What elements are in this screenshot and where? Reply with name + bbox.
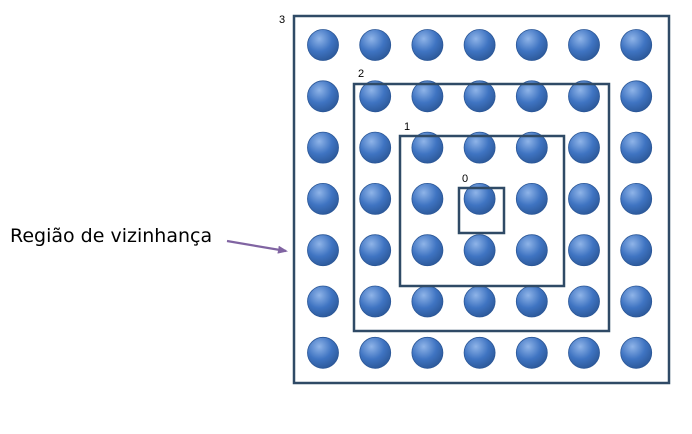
- grid-node: [568, 182, 600, 215]
- neighborhood-ring-3: [292, 14, 671, 385]
- ring-label-0: 0: [462, 173, 468, 185]
- grid-node: [359, 285, 392, 318]
- grid-node: [359, 80, 392, 113]
- grid-node: [359, 182, 392, 215]
- neighborhood-ring-0: [457, 186, 506, 235]
- grid-node: [463, 80, 496, 113]
- neighborhood-ring-1: [398, 134, 566, 288]
- grid-node: [568, 234, 600, 267]
- grid-node: [359, 131, 392, 164]
- grid-node: [515, 234, 548, 267]
- grid-node: [307, 285, 339, 318]
- ring-label-2: 2: [358, 68, 364, 80]
- neighborhood-caption: Região de vizinhança: [10, 225, 213, 247]
- grid-node: [463, 285, 496, 318]
- grid-node: [411, 336, 444, 369]
- grid-node: [515, 182, 548, 215]
- grid-node: [620, 29, 653, 61]
- grid-node: [307, 29, 339, 61]
- grid-node: [620, 131, 653, 164]
- grid-node: [411, 131, 444, 164]
- grid-node: [307, 234, 339, 267]
- grid-node: [568, 29, 600, 61]
- grid-node: [620, 182, 653, 215]
- grid-node: [568, 336, 600, 369]
- grid-node: [411, 285, 444, 318]
- grid-node: [359, 336, 392, 369]
- grid-node: [515, 29, 548, 61]
- grid-node: [620, 285, 653, 318]
- grid-node: [307, 131, 339, 164]
- grid-node: [515, 80, 548, 113]
- grid-node: [515, 285, 548, 318]
- grid-node: [568, 131, 600, 164]
- neighborhood-ring-2: [352, 82, 611, 333]
- grid-node: [620, 336, 653, 369]
- ring-label-1: 1: [404, 121, 410, 133]
- grid-node: [463, 336, 496, 369]
- grid-node: [307, 182, 339, 215]
- grid-node: [307, 336, 339, 369]
- grid-node: [568, 80, 600, 113]
- grid-node: [463, 234, 496, 267]
- grid-node: [411, 80, 444, 113]
- grid-node: [411, 234, 444, 267]
- grid-node: [620, 80, 653, 113]
- grid-node: [515, 336, 548, 369]
- grid-node: [463, 29, 496, 61]
- grid-node: [463, 131, 496, 164]
- grid-node: [411, 182, 444, 215]
- grid-node: [620, 234, 653, 267]
- grid-node: [411, 29, 444, 61]
- pointer-arrow: [226, 239, 288, 254]
- node-grid: [307, 29, 653, 369]
- grid-node: [359, 234, 392, 267]
- grid-node: [515, 131, 548, 164]
- grid-node: [463, 182, 496, 215]
- grid-node: [307, 80, 339, 113]
- ring-label-3: 3: [279, 14, 285, 26]
- grid-node: [568, 285, 600, 318]
- grid-node: [359, 29, 392, 61]
